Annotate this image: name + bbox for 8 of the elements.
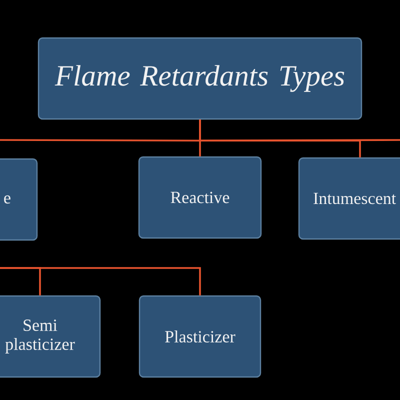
type-box: Intumescent — [298, 157, 400, 240]
connector-line — [199, 120, 400, 142]
title-box: Flame Retardants Types — [38, 37, 362, 120]
type-box: Reactive — [138, 156, 262, 239]
type-box: Semi plasticizer — [0, 295, 101, 378]
type-box: e — [0, 158, 38, 241]
connector-line — [0, 267, 201, 296]
type-box: Plasticizer — [138, 295, 262, 378]
